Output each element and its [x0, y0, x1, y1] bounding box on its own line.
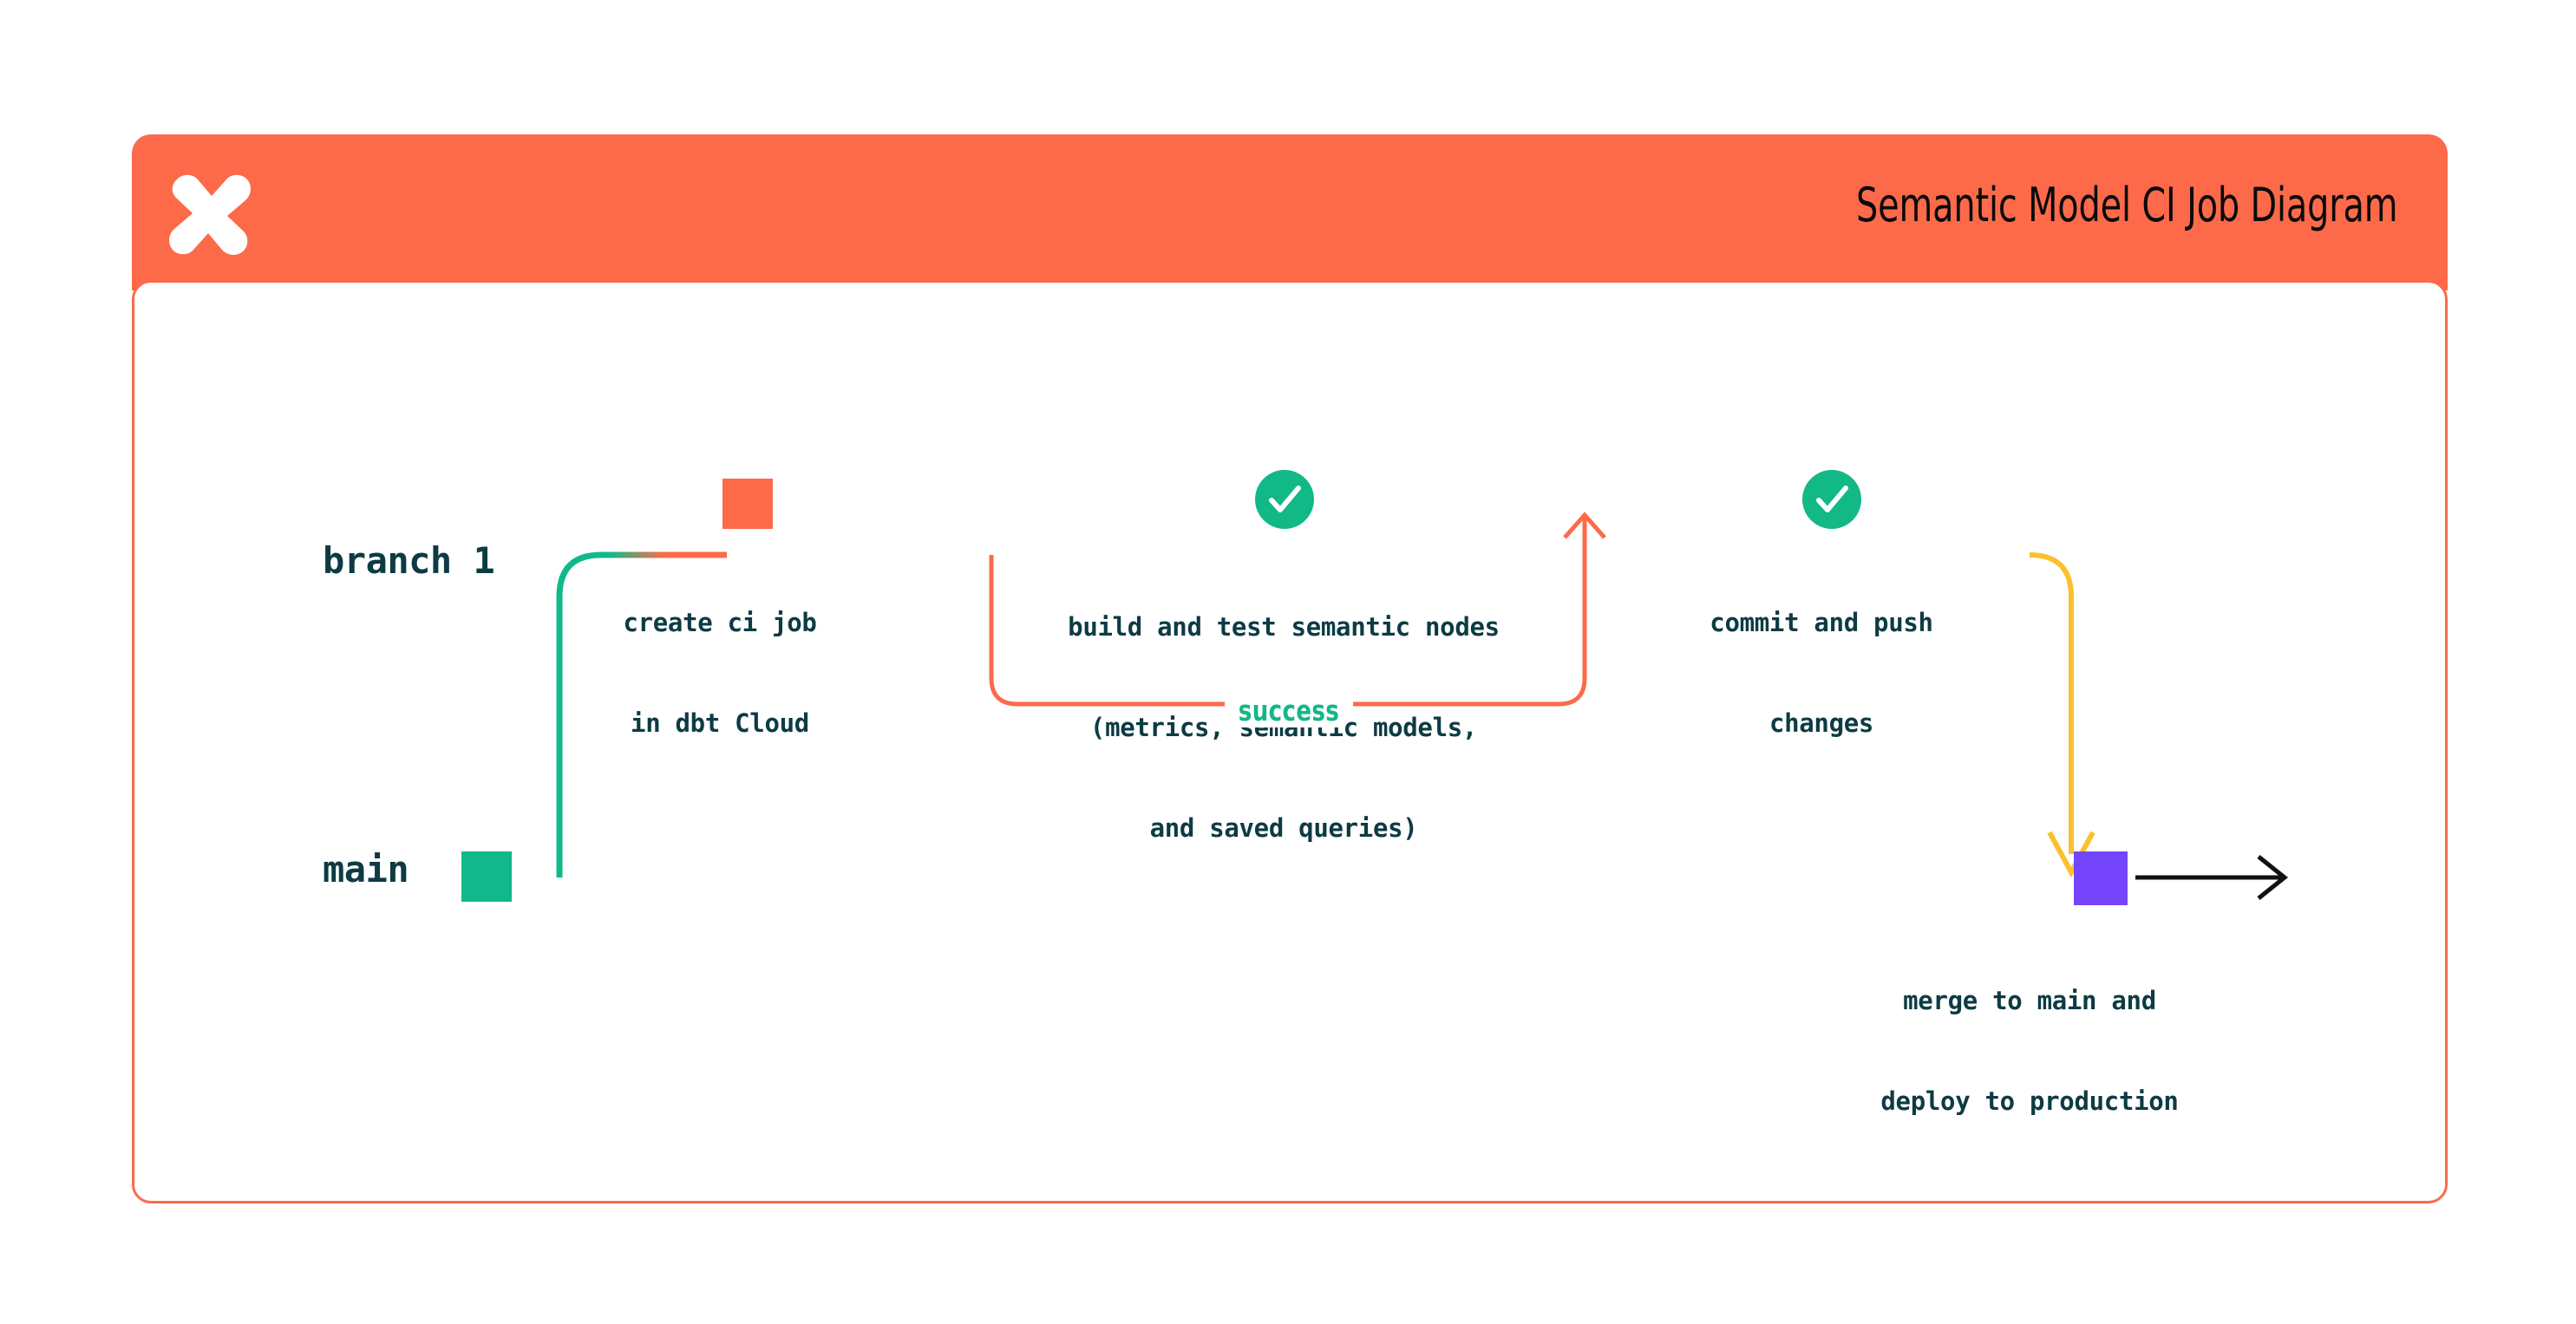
card-header-bar: Semantic Model CI Job Diagram: [132, 134, 2448, 290]
node-label-line: changes: [1769, 708, 1874, 738]
edge-label-success: success: [1232, 694, 1346, 727]
node-label-line: build and test semantic nodes: [1068, 612, 1500, 642]
node-label-commit-and-push: commit and push changes: [1535, 539, 2108, 773]
node-label-merge-to-main: merge to main and deploy to production: [1735, 917, 2324, 1151]
node-label-line: merge to main and: [1903, 986, 2156, 1016]
node-label-line: create ci job: [623, 608, 817, 638]
dbt-logo-icon: [167, 169, 253, 256]
node-label-line: in dbt Cloud: [631, 708, 809, 738]
node-label-line: and saved queries): [1149, 812, 1418, 843]
node-label-line: deploy to production: [1880, 1086, 2179, 1116]
lane-label-branch-1: branch 1: [323, 539, 495, 582]
node-label-line: commit and push: [1710, 608, 1933, 638]
node-label-create-ci-job: create ci job in dbt Cloud: [538, 539, 902, 773]
page-title: Semantic Model CI Job Diagram: [1855, 178, 2398, 232]
lane-label-main: main: [323, 848, 409, 890]
node-label-build-and-test: build and test semantic nodes (metrics, …: [989, 544, 1579, 878]
